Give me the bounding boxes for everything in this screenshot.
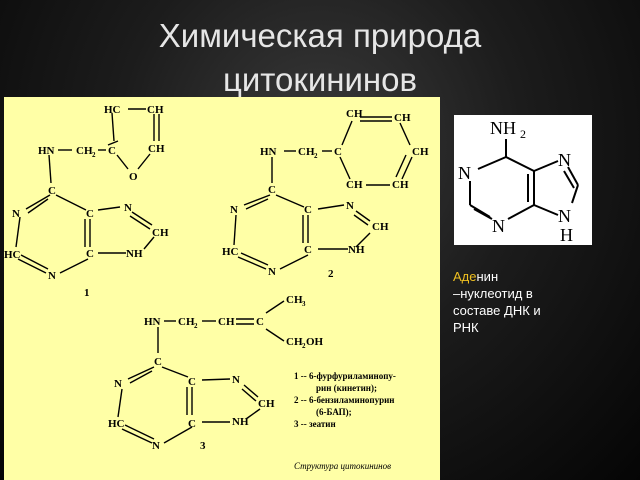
s2-c2: HC (222, 246, 239, 258)
s2-benzene-ch3: CH (412, 146, 429, 158)
s3-oh: OH (306, 336, 324, 348)
s1-furan-ch: CH (147, 104, 164, 116)
s3-hn: HN (144, 316, 161, 328)
s1-ch2: CH (76, 145, 93, 157)
adenine-n3: N (492, 216, 505, 236)
adenine-caption-accent: Аде (453, 269, 477, 284)
slide-title: Химическая природа цитокининов (0, 14, 640, 102)
s3-c: C (256, 316, 264, 328)
adenine-n9: N (558, 206, 571, 226)
s2-c5: C (304, 204, 312, 216)
s1-n7: N (124, 202, 132, 214)
adenine-nh2-sub: 2 (520, 127, 526, 141)
s3-ch3-sub: 3 (302, 300, 306, 308)
s1-c8: CH (152, 227, 169, 239)
adenine-caption-line-4: РНК (453, 320, 479, 335)
s3-c4: C (188, 418, 196, 430)
s3-ch: CH (218, 316, 235, 328)
s1-hn: HN (38, 145, 55, 157)
s1-ch2-sub: 2 (92, 151, 96, 159)
adenine-caption-line-3: составе ДНК и (453, 303, 541, 318)
s3-c5: C (188, 376, 196, 388)
s1-n1: N (12, 208, 20, 220)
s1-c6: C (48, 185, 56, 197)
legend-line-3: 2 -- 6-бензиламинопурин (294, 395, 394, 405)
s1-number: 1 (84, 287, 90, 299)
adenine-n1: N (458, 163, 471, 183)
adenine-caption: Аденин –нуклеотид в составе ДНК и РНК (453, 268, 638, 336)
s1-furan-c: C (108, 145, 116, 157)
adenine-h9: H (560, 225, 573, 245)
s1-c5: C (86, 208, 94, 220)
s2-ch2: CH (298, 146, 315, 158)
adenine-caption-line-2: –нуклеотид в (453, 286, 533, 301)
legend-caption: Структура цитокининов (294, 461, 391, 471)
s2-n9: NH (348, 244, 365, 256)
slide-title-line-1: Химическая природа (158, 17, 482, 54)
s3-number: 3 (200, 440, 206, 452)
cytokinin-structures-diagram: HC CH C CH O HN CH 2 C N C N CH HC C NH … (4, 104, 429, 471)
s2-hn: HN (260, 146, 277, 158)
s1-furan-ch2: CH (148, 143, 165, 155)
s1-n9: NH (126, 248, 143, 260)
adenine-caption-rest: нин (476, 269, 499, 284)
s1-furan-o: O (129, 171, 138, 183)
s3-n1: N (114, 378, 122, 390)
s2-n7: N (346, 200, 354, 212)
s3-ch2oh: CH (286, 336, 303, 348)
legend-line-4: (6-БАП); (316, 407, 352, 417)
s3-ch3: CH (286, 294, 303, 306)
slide-title-line-2: цитокининов (222, 61, 418, 98)
s2-benzene-ch5: CH (392, 179, 409, 191)
s3-c2: HC (108, 418, 125, 430)
s2-n1: N (230, 204, 238, 216)
s2-benzene-c: C (334, 146, 342, 158)
s3-c8: CH (258, 398, 275, 410)
s3-ch2: CH (178, 316, 195, 328)
adenine-diagram: NH 2 N N N N H (458, 118, 579, 245)
s2-c4: C (304, 244, 312, 256)
s1-n3: N (48, 270, 56, 282)
adenine-n7: N (558, 150, 571, 170)
adenine-nh2: NH (490, 118, 516, 138)
s3-n3: N (152, 440, 160, 452)
s3-c6: C (154, 356, 162, 368)
s3-ch2oh-sub: 2 (302, 342, 306, 350)
s1-c2: HC (4, 249, 21, 261)
s2-c6: C (268, 184, 276, 196)
s2-benzene-ch2: CH (394, 112, 411, 124)
s2-number: 2 (328, 268, 334, 280)
s3-ch2-sub: 2 (194, 322, 198, 330)
s2-ch2-sub: 2 (314, 152, 318, 160)
s2-n3: N (268, 266, 276, 278)
s3-n7: N (232, 374, 240, 386)
cytokinin-structures-panel: HC CH C CH O HN CH 2 C N C N CH HC C NH … (4, 97, 440, 480)
s3-n9: NH (232, 416, 249, 428)
s2-benzene-ch1: CH (346, 108, 363, 120)
adenine-structure: NH 2 N N N N H (454, 115, 592, 245)
legend-line-5: 3 -- зеатин (294, 419, 336, 429)
s1-furan-hc: HC (104, 104, 121, 116)
s2-c8: CH (372, 221, 389, 233)
s1-c4: C (86, 248, 94, 260)
adenine-caption-line-1: Аденин (453, 268, 638, 285)
legend-line-1: 1 -- 6-фурфуриламинопу- (294, 371, 396, 381)
legend-line-2: рин (кинетин); (316, 383, 377, 393)
s2-benzene-ch4: CH (346, 179, 363, 191)
